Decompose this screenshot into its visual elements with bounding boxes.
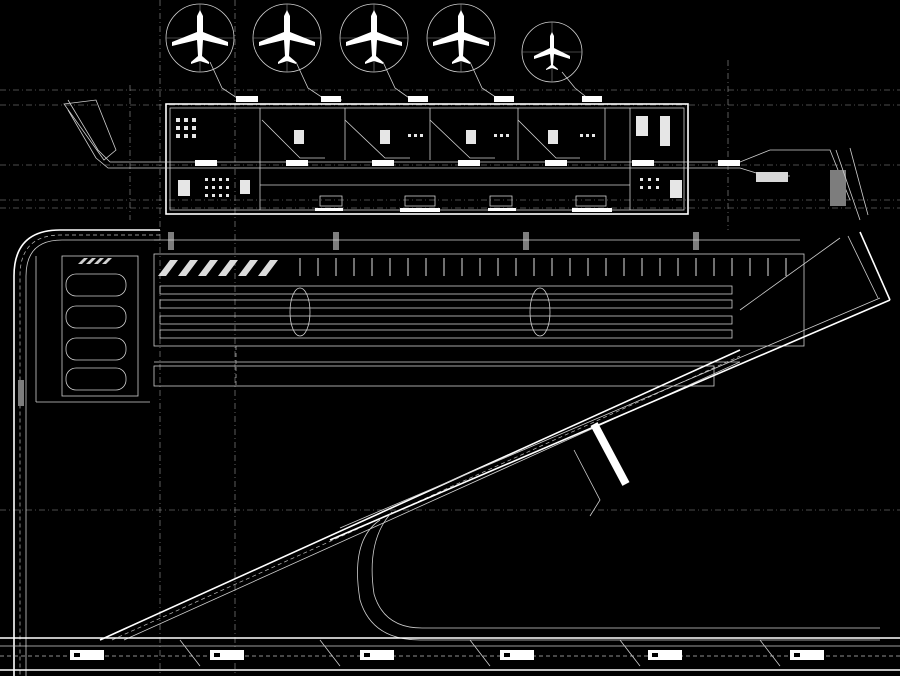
airplane-icon xyxy=(346,10,402,64)
diagonal-bays xyxy=(158,260,278,276)
bus-bay-area xyxy=(61,255,139,397)
airplane-icon xyxy=(534,32,570,70)
car-rows xyxy=(159,285,733,339)
ramp-road xyxy=(99,231,891,641)
office-grid xyxy=(176,116,682,198)
aircraft-stand xyxy=(339,3,409,73)
stall-row-top xyxy=(299,258,787,276)
bus-bays xyxy=(65,273,127,391)
aircraft-stand xyxy=(252,3,322,73)
aircraft-stand xyxy=(165,3,235,73)
access-road xyxy=(13,229,160,676)
terminal-train-icons xyxy=(195,160,740,166)
airplane-icon xyxy=(259,10,315,64)
aircraft-stands xyxy=(165,3,583,83)
lower-loop-road xyxy=(357,511,880,641)
airplane-icon xyxy=(433,10,489,64)
train-icon xyxy=(70,650,824,660)
bus-stripes xyxy=(78,258,112,264)
aircraft-stand xyxy=(426,3,496,73)
aircraft-stand xyxy=(521,21,583,83)
terminal-building xyxy=(165,103,689,215)
parking-area xyxy=(153,232,805,388)
airplane-icon xyxy=(172,10,228,64)
jet-bridges xyxy=(209,61,602,102)
rail-strip xyxy=(0,637,900,671)
